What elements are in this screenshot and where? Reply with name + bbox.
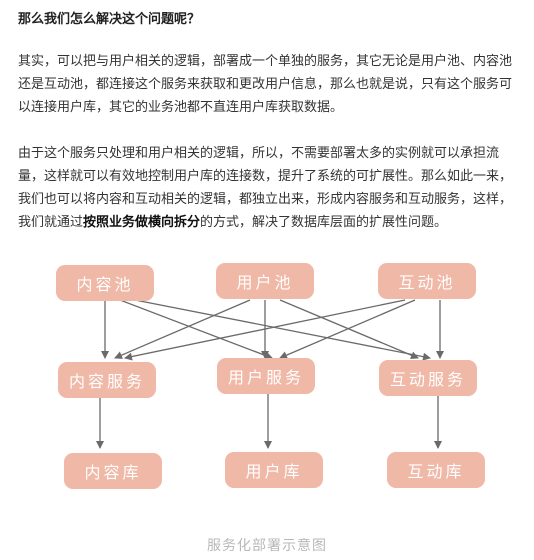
paragraph-2-start: 由于这个服务只处理和用户相关的逻辑，所以，不需要部署太多的实例就可以承担流量，这… [18, 146, 513, 230]
node-content-service: 内容服务 [58, 362, 156, 398]
node-interaction-service: 互动服务 [379, 360, 477, 396]
paragraph-2: 由于这个服务只处理和用户相关的逻辑，所以，不需要部署太多的实例就可以承担流量，这… [18, 142, 523, 234]
paragraph-2-end: 的方式，解决了数据库层面的扩展性问题。 [200, 215, 448, 230]
paragraph-2-bold: 按照业务做横向拆分 [83, 215, 201, 230]
paragraph-1: 其实，可以把与用户相关的逻辑，部署成一个单独的服务，其它无论是用户池、内容池还是… [18, 54, 513, 115]
node-interaction-pool: 互动池 [378, 263, 476, 299]
arrow-content-pool-to-user-service [119, 299, 273, 360]
node-content-pool: 内容池 [56, 265, 154, 301]
node-user-pool: 用户池 [216, 263, 314, 299]
node-user-db: 用户库 [225, 452, 323, 488]
arrow-interaction-pool-to-user-service [279, 299, 416, 359]
section-heading: 那么我们怎么解决这个问题呢？ [18, 12, 201, 27]
arrow-user-pool-to-content-service [114, 299, 251, 359]
diagram-caption: 服务化部署示意图 [207, 538, 327, 554]
service-deployment-diagram: 内容池 用户池 互动池 内容服务 用户服务 互动服务 内容库 用户库 互动库 [0, 248, 534, 528]
arrow-interaction-pool-to-content-service [124, 299, 406, 361]
diagram-arrows [96, 299, 444, 449]
arrow-content-pool-to-interaction-service [134, 299, 431, 361]
node-content-db: 内容库 [64, 453, 162, 489]
node-interaction-db: 互动库 [387, 452, 485, 488]
node-user-service: 用户服务 [217, 358, 315, 394]
